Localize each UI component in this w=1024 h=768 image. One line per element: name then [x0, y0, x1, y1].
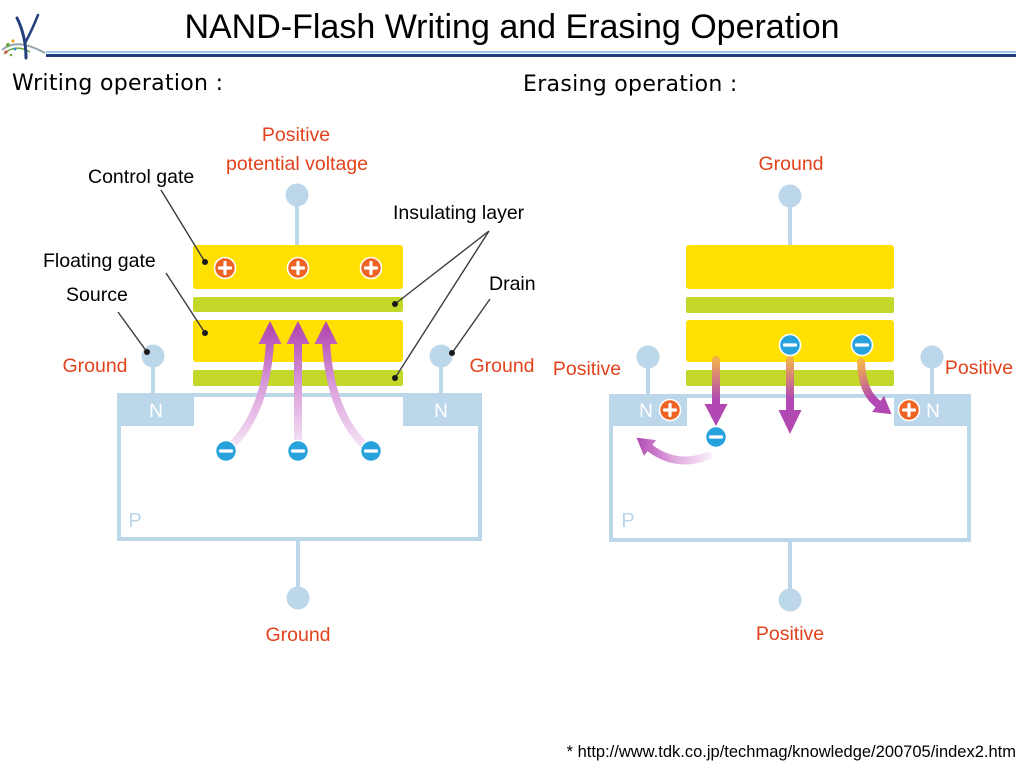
- erasing-source-voltage: Positive: [553, 358, 621, 380]
- writing-gate-voltage-line2: potential voltage: [226, 153, 368, 175]
- electron-flow-arrow: [286, 321, 310, 444]
- title-rule-light: [46, 51, 1016, 53]
- floating-gate-pointer-line: [165, 272, 206, 334]
- gate-terminal: [778, 184, 802, 208]
- writing-diagram: Positive potential voltage N N P Ground …: [43, 124, 536, 646]
- electron-flow-arrow: [857, 358, 892, 415]
- n-region-drain: [403, 393, 482, 426]
- n-region-label: N: [639, 401, 653, 422]
- insulating-layer-pointer-line: [394, 230, 490, 379]
- electron-icon: [704, 425, 728, 449]
- drain-pointer-line: [451, 298, 491, 354]
- writing-gate-voltage-line1: Positive: [262, 124, 330, 146]
- p-substrate-label: P: [621, 510, 634, 532]
- n-region-label: N: [434, 401, 448, 422]
- n-region-source: [117, 393, 194, 426]
- electron-flow-arrow: [636, 437, 712, 465]
- pointer-dot: [202, 330, 208, 336]
- writing-substrate-voltage: Ground: [265, 624, 330, 646]
- pointer-dot: [202, 259, 208, 265]
- pointer-dot: [144, 349, 150, 355]
- erasing-substrate-voltage: Positive: [756, 623, 824, 645]
- erasing-heading: Erasing operation :: [523, 72, 738, 97]
- positive-charge-icon: [359, 256, 383, 280]
- control-gate-pointer-line: [160, 189, 206, 263]
- control-gate: [686, 245, 894, 289]
- drain-terminal: [920, 345, 944, 369]
- title-rule: [46, 54, 1016, 57]
- source-footnote: * http://www.tdk.co.jp/techmag/knowledge…: [566, 743, 1016, 761]
- insulating-layer-label: Insulating layer: [393, 202, 525, 224]
- electron-icon: [850, 333, 874, 357]
- logo: [1, 13, 46, 60]
- drain-terminal: [429, 344, 453, 368]
- source-terminal: [141, 344, 165, 368]
- writing-heading: Writing operation :: [12, 71, 224, 96]
- writing-drain-voltage: Ground: [469, 355, 534, 377]
- source-pointer-line: [117, 311, 148, 353]
- n-region-label: N: [926, 401, 940, 422]
- electron-flow-arrow: [778, 356, 802, 434]
- electron-icon: [286, 439, 310, 463]
- pointer-dot: [392, 375, 398, 381]
- positive-charge-icon: [897, 398, 921, 422]
- electron-icon: [778, 333, 802, 357]
- source-terminal: [636, 345, 660, 369]
- electron-flow-arrow: [229, 321, 282, 448]
- electron-flow-arrow: [314, 321, 367, 448]
- writing-source-voltage: Ground: [62, 355, 127, 377]
- electron-icon: [214, 439, 238, 463]
- n-region-label: N: [149, 401, 163, 422]
- substrate-terminal: [778, 588, 802, 612]
- p-substrate-label: P: [128, 510, 141, 532]
- substrate-terminal: [286, 586, 310, 610]
- insulating-layer-top: [193, 297, 403, 312]
- slide-title: NAND-Flash Writing and Erasing Operation: [184, 8, 840, 46]
- positive-charge-icon: [213, 256, 237, 280]
- erasing-drain-voltage: Positive: [945, 357, 1013, 379]
- erasing-gate-voltage: Ground: [758, 153, 823, 175]
- drain-label: Drain: [489, 273, 536, 295]
- positive-charge-icon: [658, 398, 682, 422]
- insulating-layer-top: [686, 297, 894, 313]
- pointer-dot: [449, 350, 455, 356]
- erasing-diagram: Ground N N P Positive Positive Positive: [553, 153, 1013, 645]
- control-gate-label: Control gate: [88, 166, 194, 188]
- floating-gate-label: Floating gate: [43, 250, 156, 272]
- gate-terminal: [285, 183, 309, 207]
- electron-flow-arrow: [704, 356, 728, 426]
- positive-charge-icon: [286, 256, 310, 280]
- source-label: Source: [66, 284, 128, 306]
- electron-icon: [359, 439, 383, 463]
- insulating-layer-pointer-line: [394, 230, 490, 305]
- pointer-dot: [392, 301, 398, 307]
